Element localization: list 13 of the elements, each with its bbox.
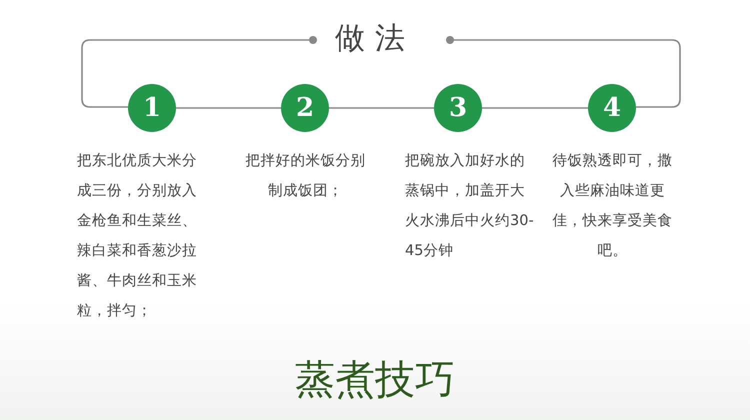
step-description: 把碗放入加好水的蒸锅中，加盖开大火水沸后中火约30-45分钟 (405, 152, 535, 261)
step-description: 待饭熟透即可，撒入些麻油味道更佳，快来享受美食吧。 (552, 152, 674, 261)
step-description: 把东北优质大米分成三份，分别放入金枪鱼和生菜丝、辣白菜和香葱沙拉酱、牛肉丝和玉米粒，拌匀； (77, 152, 198, 321)
connector-line (482, 107, 588, 109)
step-number: 3 (434, 84, 482, 132)
connector-line (176, 107, 281, 109)
step-number: 4 (588, 84, 636, 132)
step-number: 1 (128, 84, 176, 132)
connector-line (329, 107, 434, 109)
step-description: 把拌好的米饭分别制成饭团； (244, 152, 366, 201)
heading: 做法 (335, 20, 415, 58)
step-number: 2 (281, 84, 329, 132)
section-heading: 蒸煮技巧 (295, 356, 455, 405)
